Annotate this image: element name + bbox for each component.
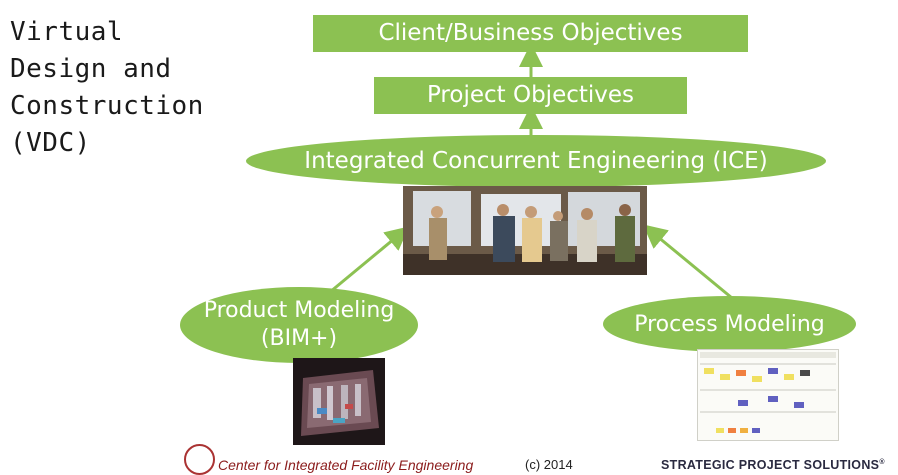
product-modeling-ellipse: Product Modeling (BIM+): [180, 287, 418, 363]
title-line-2: Design and: [10, 54, 172, 84]
footer-sps-logo-text: STRATEGIC PROJECT SOLUTIONS®: [661, 458, 885, 472]
bim-model-image: [293, 358, 385, 445]
process-modeling-label: Process Modeling: [634, 311, 825, 337]
title-line-1: Virtual: [10, 17, 124, 47]
process-model-chart-image: [697, 349, 839, 441]
product-modeling-label-line-1: Product Modeling: [203, 298, 395, 323]
footer-sps-label: STRATEGIC PROJECT SOLUTIONS: [661, 458, 880, 472]
title-line-4: (VDC): [10, 128, 91, 158]
footer-cife-label: Center for Integrated Facility Engineeri…: [218, 457, 474, 473]
footer-sps-registered-mark: ®: [879, 458, 885, 466]
ice-label: Integrated Concurrent Engineering (ICE): [304, 148, 768, 174]
stanford-seal-logo: [184, 444, 215, 475]
ice-meeting-photo: [403, 186, 647, 275]
arrow-product-to-ice: [329, 226, 410, 294]
arrow-process-to-ice: [642, 224, 733, 300]
slide-title: Virtual Design and Construction (VDC): [10, 14, 250, 162]
client-business-objectives-box: Client/Business Objectives: [313, 15, 748, 52]
ice-ellipse: Integrated Concurrent Engineering (ICE): [246, 135, 826, 187]
product-modeling-label-line-2: (BIM+): [260, 326, 338, 351]
project-objectives-box: Project Objectives: [374, 77, 687, 114]
title-line-3: Construction: [10, 91, 204, 121]
footer-copyright-year: (c) 2014: [525, 457, 573, 472]
process-modeling-ellipse: Process Modeling: [603, 296, 856, 352]
